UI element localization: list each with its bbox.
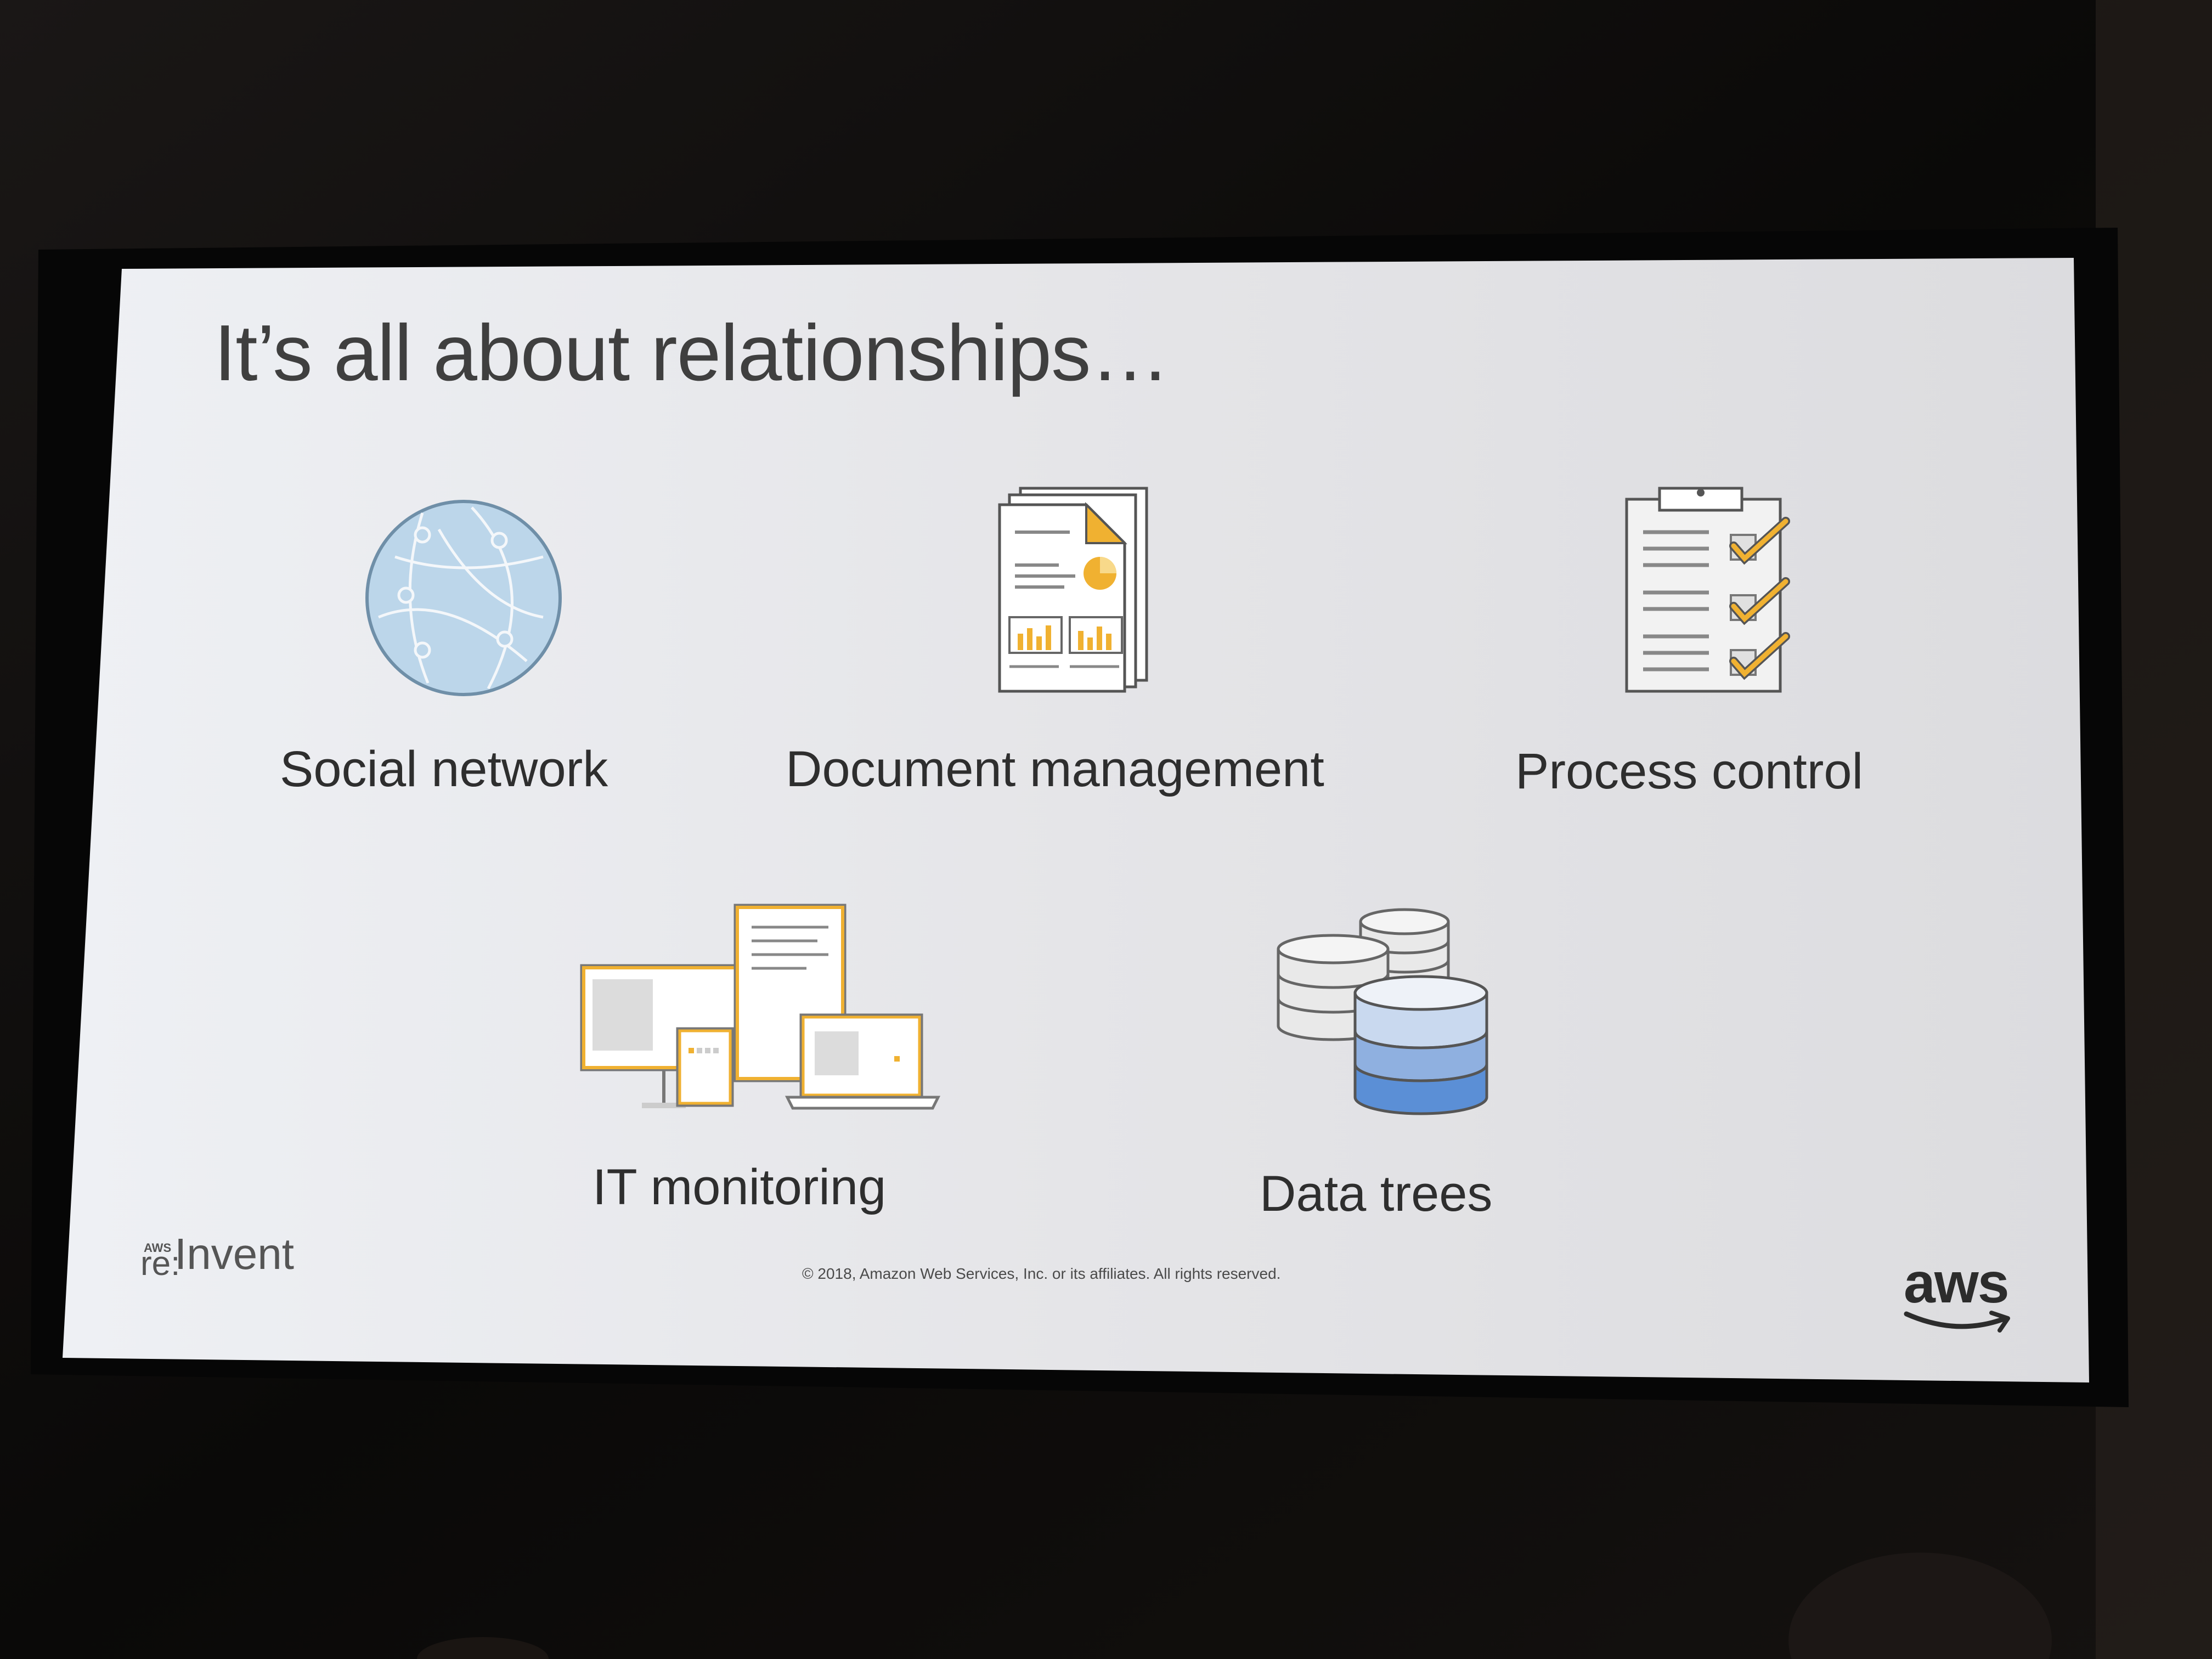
aws-logo: aws: [1904, 1251, 2010, 1315]
aws-smile-arrow-icon: [1904, 1311, 2010, 1333]
label-it-monitoring: IT monitoring: [592, 1159, 887, 1215]
slide-surface: [63, 258, 2089, 1383]
label-data-trees: Data trees: [1260, 1166, 1493, 1222]
clipboard-checklist-icon: [1625, 487, 1790, 693]
event-logo-re: re:: [140, 1245, 180, 1283]
label-process-control: Process control: [1515, 743, 1864, 799]
event-logo-invent: Invent: [174, 1229, 294, 1278]
database-stack-icon: [1277, 908, 1488, 1115]
slide-title: It’s all about relationships…: [214, 308, 1170, 397]
label-social-network: Social network: [280, 741, 608, 797]
globe-network-icon: [365, 500, 562, 696]
copyright-notice: © 2018, Amazon Web Services, Inc. or its…: [802, 1265, 1281, 1282]
event-logo-aws-small: AWS: [144, 1241, 172, 1255]
documents-chart-icon: [998, 487, 1148, 693]
devices-icon: [580, 904, 941, 1110]
label-document-management: Document management: [786, 741, 1324, 797]
